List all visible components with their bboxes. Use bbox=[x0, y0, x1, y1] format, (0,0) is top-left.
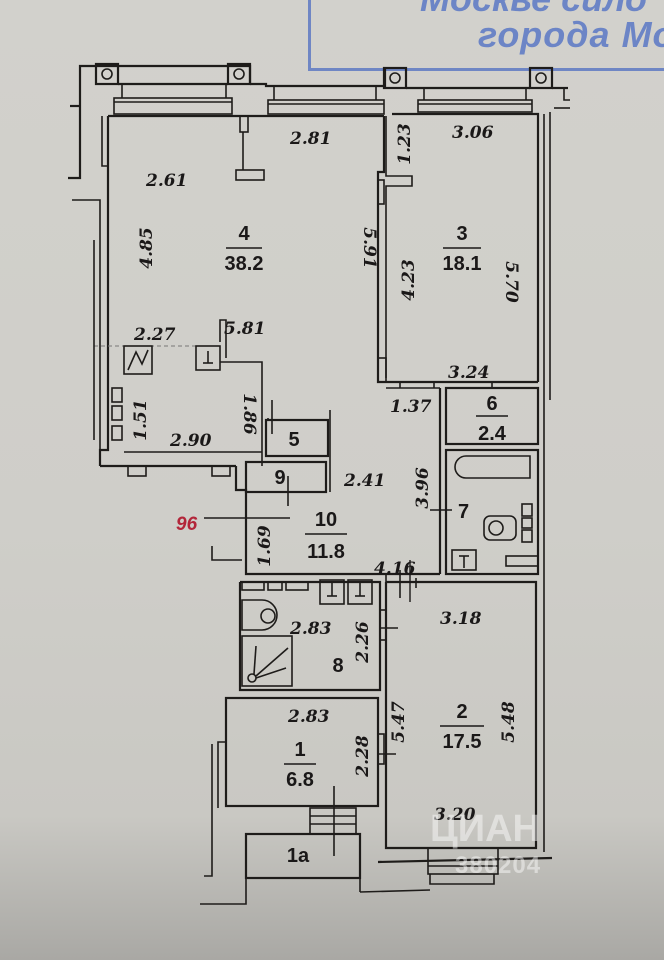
dim-label: 2.26 bbox=[353, 621, 373, 664]
room-number: 7 bbox=[458, 501, 469, 523]
sink-icon bbox=[451, 549, 477, 571]
dim-label: 3.96 bbox=[413, 467, 433, 509]
dim-label: 1.86 bbox=[239, 393, 259, 435]
room-3 bbox=[386, 112, 551, 580]
room-8 bbox=[238, 579, 398, 692]
vent-shaft-icon bbox=[226, 62, 252, 86]
room-1-and-1a bbox=[200, 696, 396, 905]
shower-icon bbox=[241, 635, 293, 687]
dim-label: 2.81 bbox=[289, 129, 331, 149]
room-number: 10 bbox=[315, 509, 337, 531]
room-number: 5 bbox=[288, 429, 299, 451]
room-area: 17.5 bbox=[443, 731, 482, 753]
dim-label: 2.90 bbox=[169, 431, 212, 451]
stamp-frame bbox=[308, 0, 664, 71]
dim-label: 1.37 bbox=[390, 397, 432, 417]
room-number: 1а bbox=[287, 845, 310, 867]
watermark-logo: ЦИАН bbox=[430, 808, 540, 850]
room-number: 4 bbox=[238, 223, 250, 245]
room-number: 8 bbox=[332, 655, 343, 677]
dim-label: 2.27 bbox=[133, 325, 176, 345]
room-area: 18.1 bbox=[443, 253, 482, 275]
dim-label: 1.69 bbox=[255, 525, 275, 567]
room-number: 3 bbox=[456, 223, 467, 245]
room-area: 11.8 bbox=[307, 541, 345, 563]
stamp-text-line2: города Мо bbox=[478, 14, 664, 55]
dim-label: 1.51 bbox=[131, 399, 151, 440]
labels: 2.81 2.61 4.85 5.91 4 38.2 2.27 5.81 1.5… bbox=[131, 123, 521, 867]
room-area: 2.4 bbox=[478, 423, 507, 445]
room-6-and-7 bbox=[438, 386, 540, 576]
dim-label: 5.91 bbox=[359, 227, 379, 268]
room-number: 1 bbox=[294, 739, 305, 761]
room-number: 6 bbox=[486, 393, 497, 415]
toilet-icon bbox=[483, 515, 517, 541]
red-annotation: 96 bbox=[176, 514, 198, 535]
room-2 bbox=[359, 570, 553, 893]
dim-label: 2.83 bbox=[287, 707, 330, 727]
room-5-9-10 bbox=[204, 400, 440, 576]
room-number: 2 bbox=[456, 701, 467, 723]
vent-shaft-icon bbox=[382, 66, 408, 90]
dim-label: 4.23 bbox=[399, 259, 419, 301]
dim-label: 2.61 bbox=[145, 171, 187, 191]
dim-label: 2.41 bbox=[343, 471, 385, 491]
stove-icon bbox=[123, 345, 153, 375]
dim-label: 5.47 bbox=[389, 701, 409, 743]
dim-label: 5.70 bbox=[501, 261, 521, 303]
dim-label: 3.24 bbox=[448, 363, 489, 383]
room-number: 9 bbox=[274, 467, 285, 489]
dim-label: 3.06 bbox=[452, 123, 494, 143]
sink-icon bbox=[195, 345, 221, 371]
room-area: 6.8 bbox=[286, 769, 314, 791]
stamp-text-line1: Москве сило bbox=[420, 0, 647, 20]
dim-label: 3.20 bbox=[434, 805, 476, 825]
room-area: 38.2 bbox=[225, 253, 264, 275]
dim-label: 3.18 bbox=[440, 609, 482, 629]
facade-top bbox=[68, 62, 570, 180]
bathtub-icon bbox=[454, 455, 531, 479]
vent-shaft-icon bbox=[528, 66, 554, 90]
vent-shaft-icon bbox=[94, 62, 120, 86]
dim-label: 1.23 bbox=[395, 123, 415, 165]
dim-label: 4.85 bbox=[137, 227, 157, 268]
dim-label: 2.28 bbox=[353, 735, 373, 778]
dim-label: 5.48 bbox=[499, 701, 519, 743]
dim-label: 5.81 bbox=[224, 319, 265, 339]
dim-label: 2.83 bbox=[289, 619, 332, 639]
dim-label: 4.16 bbox=[374, 559, 416, 579]
toilet-icon bbox=[241, 599, 278, 631]
watermark-id: 380204 bbox=[455, 852, 542, 879]
room-4 bbox=[72, 114, 413, 477]
